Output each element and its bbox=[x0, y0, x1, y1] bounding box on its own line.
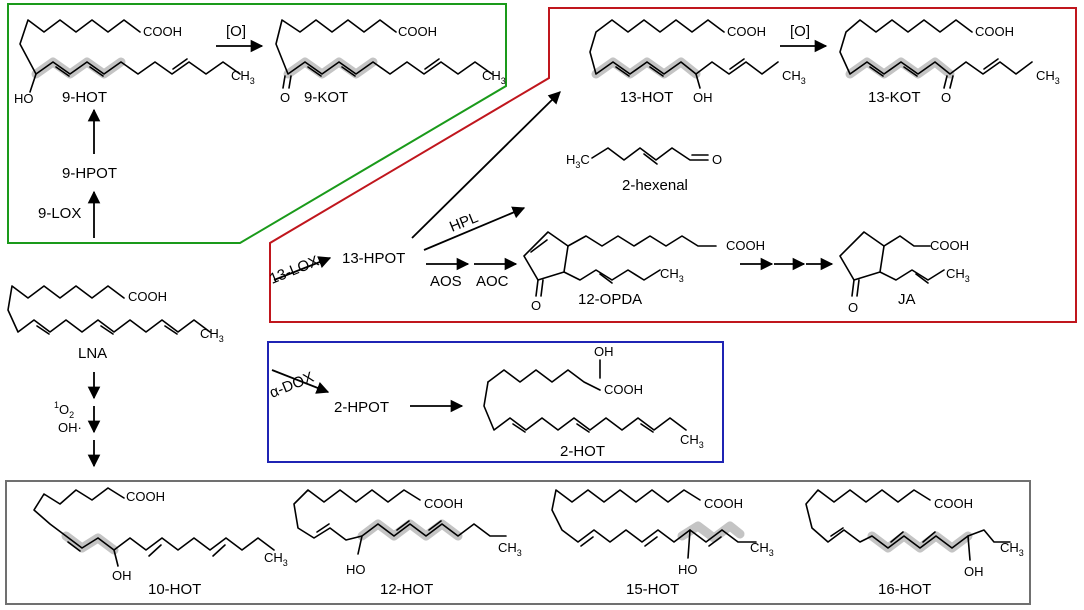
9-lox-label: 9-LOX bbox=[38, 205, 81, 222]
10-hot-cooh: COOH bbox=[126, 489, 165, 504]
12-opda-label: 12-OPDA bbox=[578, 291, 642, 308]
15-hot-structure: COOH CH3 HO bbox=[551, 489, 774, 577]
2-hot-label: 2-HOT bbox=[560, 443, 605, 460]
lna-structure: COOH CH3 bbox=[7, 285, 224, 344]
13-kot-structure: COOH CH3 O bbox=[839, 19, 1060, 105]
13-lox-oxidation-label: [O] bbox=[790, 23, 810, 40]
16-hot-cooh: COOH bbox=[934, 496, 973, 511]
2-hot-structure: OH COOH CH3 bbox=[483, 344, 704, 450]
9-lox-box bbox=[7, 3, 507, 244]
12-hot-label: 12-HOT bbox=[380, 581, 433, 598]
16-hot-structure: COOH CH3 OH bbox=[805, 489, 1024, 579]
ja-cooh: COOH bbox=[930, 238, 969, 253]
lna-label: LNA bbox=[78, 345, 107, 362]
9-hot-structure: COOH CH3 HO bbox=[14, 19, 255, 106]
hpl-arrow bbox=[423, 206, 526, 251]
lna-cooh: COOH bbox=[128, 289, 167, 304]
2-hot-oh: OH bbox=[594, 344, 614, 359]
12-hot-ch3: CH3 bbox=[498, 540, 522, 558]
13-kot-cooh: COOH bbox=[975, 24, 1014, 39]
10-hot-ch3: CH3 bbox=[264, 550, 288, 568]
9-lox-oxidation-label: [O] bbox=[226, 23, 246, 40]
hydroxyl-radical-label: OH· bbox=[58, 420, 82, 435]
10-hot-oh: OH bbox=[112, 568, 132, 583]
12-hot-cooh: COOH bbox=[424, 496, 463, 511]
nonenzymatic-box bbox=[5, 480, 1031, 605]
12-opda-o: O bbox=[531, 298, 541, 313]
2-hexenal-o: O bbox=[712, 152, 722, 167]
12-opda-ch3: CH3 bbox=[660, 266, 684, 284]
ja-o: O bbox=[848, 300, 858, 315]
15-hot-oh: HO bbox=[678, 562, 698, 577]
ja-ch3: CH3 bbox=[946, 266, 970, 284]
ja-label: JA bbox=[898, 291, 916, 308]
2-hot-ch3: CH3 bbox=[680, 432, 704, 450]
13-hpot-label: 13-HPOT bbox=[342, 250, 405, 267]
9-hot-label: 9-HOT bbox=[62, 89, 107, 106]
2-hexenal-h3c: H3C bbox=[566, 152, 590, 170]
alpha-dox-label: α-DOX bbox=[267, 369, 316, 402]
12-hot-structure: COOH CH3 HO bbox=[293, 489, 522, 577]
13-lox-label: 13-LOX bbox=[267, 253, 321, 288]
9-hot-ch3: CH3 bbox=[231, 68, 255, 86]
13-kot-label: 13-KOT bbox=[868, 89, 921, 106]
13-hot-ch3: CH3 bbox=[782, 68, 806, 86]
16-hot-ch3: CH3 bbox=[1000, 540, 1024, 558]
15-hot-cooh: COOH bbox=[704, 496, 743, 511]
2-hot-cooh: COOH bbox=[604, 382, 643, 397]
9-kot-cooh: COOH bbox=[398, 24, 437, 39]
9-kot-o: O bbox=[280, 90, 290, 105]
12-opda-structure: COOH CH3 O bbox=[523, 231, 765, 313]
13-kot-ch3: CH3 bbox=[1036, 68, 1060, 86]
13-hot-structure: COOH CH3 OH bbox=[589, 19, 806, 105]
13-hot-oh: OH bbox=[693, 90, 713, 105]
10-hot-label: 10-HOT bbox=[148, 581, 201, 598]
12-opda-cooh: COOH bbox=[726, 238, 765, 253]
13-lox-box bbox=[269, 7, 1077, 323]
15-hot-label: 15-HOT bbox=[626, 581, 679, 598]
13-hot-label: 13-HOT bbox=[620, 89, 673, 106]
hpl-label: HPL bbox=[447, 209, 480, 236]
2-hexenal-structure: H3C O bbox=[566, 147, 722, 170]
aoc-label: AOC bbox=[476, 273, 509, 290]
9-kot-label: 9-KOT bbox=[304, 89, 348, 106]
13-kot-o: O bbox=[941, 90, 951, 105]
16-hot-label: 16-HOT bbox=[878, 581, 931, 598]
15-hot-ch3: CH3 bbox=[750, 540, 774, 558]
ja-structure: COOH CH3 O bbox=[839, 231, 970, 315]
9-hot-cooh: COOH bbox=[143, 24, 182, 39]
alpha-dox-arrow bbox=[271, 369, 330, 394]
2-hexenal-label: 2-hexenal bbox=[622, 177, 688, 194]
alpha-dox-box bbox=[267, 341, 724, 463]
9-kot-ch3: CH3 bbox=[482, 68, 506, 86]
9-kot-structure: COOH CH3 O bbox=[275, 19, 506, 105]
13-lox-arrow bbox=[273, 256, 332, 281]
2-hpot-label: 2-HPOT bbox=[334, 399, 389, 416]
10-hot-structure: COOH CH3 OH bbox=[33, 487, 288, 583]
singlet-oxygen-label: 1O2 bbox=[54, 400, 74, 420]
13-hot-cooh: COOH bbox=[727, 24, 766, 39]
13-hpot-to-13-hot-arrow bbox=[411, 91, 561, 239]
12-hot-oh: HO bbox=[346, 562, 366, 577]
aos-label: AOS bbox=[430, 273, 462, 290]
9-hpot-label: 9-HPOT bbox=[62, 165, 117, 182]
9-hot-oh: HO bbox=[14, 91, 34, 106]
lna-ch3: CH3 bbox=[200, 326, 224, 344]
16-hot-oh: OH bbox=[964, 564, 984, 579]
